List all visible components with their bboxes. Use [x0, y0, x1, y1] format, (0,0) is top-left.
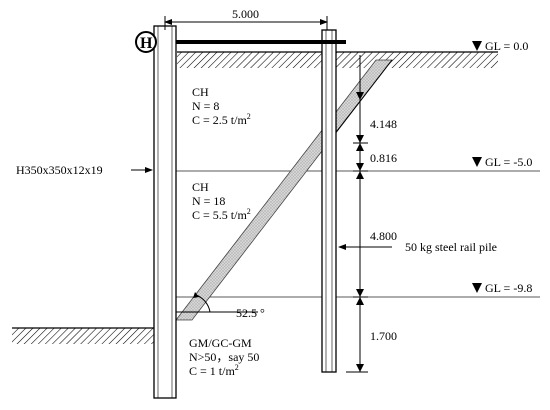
soil-layer-2-n: N = 18	[192, 194, 225, 208]
vertical-dimensions: 4.148 0.816 4.800 1.700	[346, 55, 397, 373]
soil-layer-3-c-sup: 2	[235, 363, 239, 372]
soil-layer-1-c: C = 2.5 t/m	[192, 113, 247, 127]
strut-reference-line	[329, 59, 393, 141]
soil-layer-3-name: GM/GC-GM	[189, 336, 252, 350]
h-pile-callout: H350x350x12x19	[16, 163, 153, 177]
gl-marker-minus-5: GL = -5.0	[472, 155, 532, 169]
svg-text:C = 2.5 t/m2: C = 2.5 t/m2	[192, 112, 251, 127]
dimension-0816: 0.816	[370, 151, 397, 165]
h-pile-symbol-icon: H	[135, 31, 157, 53]
soil-layer-2-c: C = 5.5 t/m	[192, 208, 247, 222]
h-symbol-text: H	[140, 35, 153, 52]
gl-marker-minus-5-label: GL = -5.0	[485, 155, 532, 169]
gl-marker-0-label: GL = 0.0	[485, 39, 528, 53]
svg-text:C = 1 t/m2: C = 1 t/m2	[189, 363, 239, 378]
dimension-4800: 4.800	[370, 229, 397, 243]
strut-angle-label: 52.5 °	[236, 306, 265, 320]
soil-layer-2: CH N = 18 C = 5.5 t/m2	[192, 180, 251, 222]
soil-layer-3-n: N>50，say 50	[189, 350, 259, 364]
h-pile-label: H350x350x12x19	[16, 163, 103, 177]
gl-marker-minus-9-8-label: GL = -9.8	[485, 281, 532, 295]
soil-layer-3-c: C = 1 t/m	[189, 364, 235, 378]
svg-text:C = 5.5 t/m2: C = 5.5 t/m2	[192, 207, 251, 222]
h-pile-left	[153, 25, 177, 399]
ground-surface-top	[177, 51, 498, 68]
rail-pile-callout: 50 kg steel rail pile	[338, 240, 497, 254]
span-dimension-label: 5.000	[232, 7, 259, 21]
soil-layer-3: GM/GC-GM N>50，say 50 C = 1 t/m2	[189, 336, 259, 378]
gl-marker-0: GL = 0.0	[472, 39, 528, 53]
span-dimension: 5.000	[164, 7, 328, 30]
strut-angle-annotation: 52.5 °	[176, 292, 265, 320]
rail-pile-label: 50 kg steel rail pile	[405, 240, 497, 254]
dimension-4148: 4.148	[370, 117, 397, 131]
soil-layer-1-name: CH	[192, 85, 209, 99]
rail-pile-right	[321, 29, 337, 373]
soil-layer-2-name: CH	[192, 180, 209, 194]
soil-layer-1-n: N = 8	[192, 99, 219, 113]
soil-layer-2-c-sup: 2	[247, 207, 251, 216]
gl-marker-minus-9-8: GL = -9.8	[472, 281, 532, 295]
soil-layer-1-c-sup: 2	[247, 112, 251, 121]
tie-rod	[176, 40, 346, 44]
ground-surface-excavation	[12, 327, 154, 344]
dimension-1700: 1.700	[370, 329, 397, 343]
soil-layer-1: CH N = 8 C = 2.5 t/m2	[192, 85, 251, 127]
